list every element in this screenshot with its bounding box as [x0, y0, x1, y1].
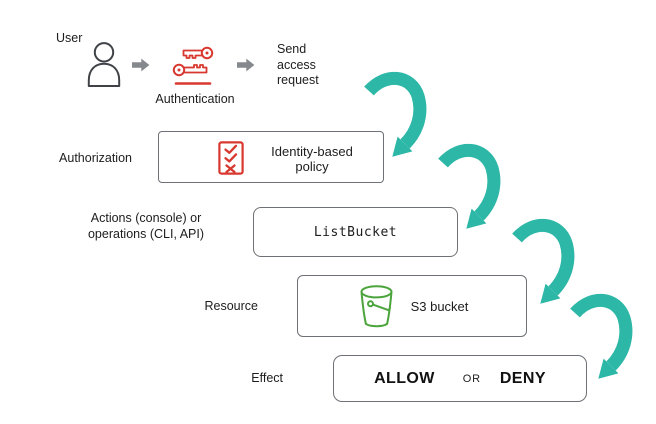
right-arrow-icon [132, 58, 150, 72]
send-access-request-label: Send access request [277, 42, 319, 87]
policy-checklist-icon [218, 141, 244, 175]
user-label: User [56, 31, 83, 45]
s3-bucket-text: S3 bucket [410, 298, 469, 314]
flow-curved-arrow-icon [438, 143, 501, 229]
deny-text: DENY [499, 369, 546, 387]
flow-curved-arrow-icon [364, 71, 427, 157]
action-name-text: ListBucket [313, 224, 398, 240]
effect-label: Effect [251, 371, 283, 385]
or-text: OR [462, 372, 481, 385]
right-arrow-icon [237, 58, 255, 72]
identity-policy-box: Identity-based policy [158, 131, 384, 183]
resource-label: Resource [204, 299, 259, 313]
authentication-label: Authentication [155, 92, 235, 106]
s3-bucket-box: S3 bucket [297, 275, 527, 337]
listbucket-box: ListBucket [253, 207, 458, 257]
authorization-label: Authorization [59, 151, 132, 165]
flow-curved-arrow-icon [512, 218, 575, 304]
allow-text: ALLOW [374, 369, 435, 387]
s3-bucket-icon [360, 284, 393, 327]
user-icon [87, 42, 121, 87]
flow-curved-arrow-icon [570, 293, 633, 379]
effect-box: ALLOW OR DENY [333, 355, 587, 402]
authentication-keys-icon [172, 46, 214, 85]
identity-policy-text: Identity-based policy [271, 144, 353, 174]
actions-label: Actions (console) or operations (CLI, AP… [87, 211, 205, 241]
